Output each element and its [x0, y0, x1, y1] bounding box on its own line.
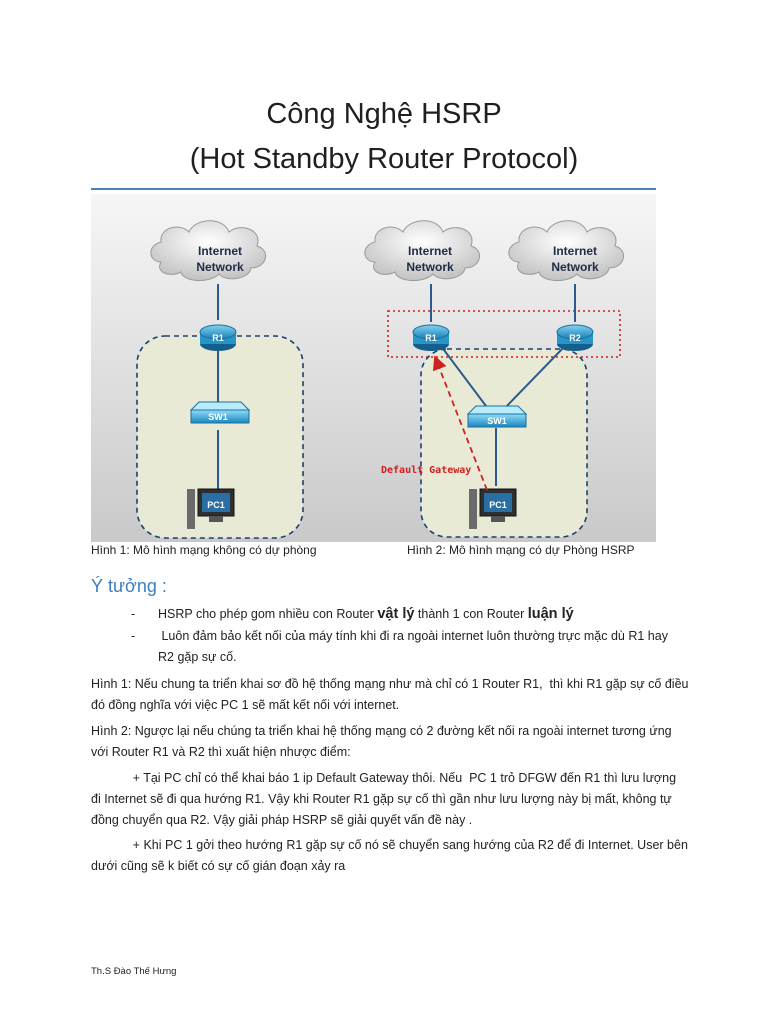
bullet-dash: - — [131, 607, 136, 621]
fig1-pc-icon: PC1 — [187, 488, 235, 529]
bullet2-line-1: Luôn đảm bảo kết nối của máy tính khi đi… — [158, 629, 668, 643]
fig2-cloud-2: Internet Network — [508, 220, 624, 281]
bullet-item-2: - Luôn đảm bảo kết nối của máy tính khi … — [131, 626, 691, 670]
network-diagram-svg: Internet Network R1 SW1 PC1 — [91, 194, 656, 542]
fig1-diagram: Internet Network R1 SW1 PC1 — [136, 220, 304, 539]
network-diagram: Internet Network R1 SW1 PC1 — [91, 194, 656, 542]
section-heading: Ý tưởng : — [91, 576, 167, 596]
paragraph-3: + Tại PC chỉ có thể khai báo 1 ip Defaul… — [91, 768, 678, 831]
footer-author: Th.S Đào Thế Hưng — [91, 966, 177, 977]
fig2-router2-icon: R2 — [556, 324, 594, 351]
fig2-router1-icon: R1 — [412, 324, 450, 351]
fig1-router-label: R1 — [212, 333, 224, 343]
fig2-switch-label: SW1 — [487, 416, 507, 426]
fig2-diagram: Internet Network Internet Network R1 R2 … — [364, 220, 624, 538]
fig2-router2-label: R2 — [569, 333, 581, 343]
bullet1-bold-1: vật lý — [377, 606, 415, 622]
page-subtitle: (Hot Standby Router Protocol) — [189, 143, 579, 175]
figure1-caption: Hình 1: Mô hình mạng không có dự phòng — [91, 543, 317, 557]
fig1-cloud-label-2: Network — [196, 260, 244, 274]
fig1-cloud-label-1: Internet — [198, 244, 242, 258]
fig2-router1-label: R1 — [425, 333, 437, 343]
bullet-dash: - — [131, 629, 136, 643]
default-gateway-label: Default Gateway — [381, 465, 471, 476]
fig1-switch-label: SW1 — [208, 412, 228, 422]
paragraph-2: Hình 2: Ngược lại nếu chúng ta triển kha… — [91, 721, 678, 763]
fig1-switch-icon: SW1 — [189, 401, 251, 424]
paragraph-4-line-1: + Khi PC 1 gởi theo hướng R1 gặp sự cố n… — [91, 838, 688, 852]
fig2-cloud2-label-1: Internet — [553, 244, 597, 258]
bullet1-text-pre: HSRP cho phép gom nhiều con Router — [158, 607, 378, 621]
paragraph-3-line-2: đi Internet sẽ đi qua hướng R1. Vậy khi … — [91, 792, 672, 806]
fig1-pc-label: PC1 — [207, 500, 225, 510]
paragraph-1-line-2: đó đồng nghĩa với việc PC 1 sẽ mất kết n… — [91, 698, 400, 712]
bullet1-text-mid: thành 1 con Router — [414, 607, 528, 621]
paragraph-2-line-2: với Router R1 và R2 thì xuất hiện nhược … — [91, 745, 351, 759]
fig2-cloud-1: Internet Network — [364, 220, 480, 281]
fig2-switch-icon: SW1 — [466, 405, 528, 428]
bullet2-line-2: R2 gặp sự cố. — [158, 650, 237, 664]
paragraph-1: Hình 1: Nếu chung ta triển khai sơ đồ hệ… — [91, 674, 689, 716]
fig2-pc-label: PC1 — [489, 500, 507, 510]
bullet1-bold-2: luận lý — [527, 606, 574, 622]
paragraph-1-line-1: Hình 1: Nếu chung ta triển khai sơ đồ hệ… — [91, 677, 689, 691]
default-gateway-arrow — [432, 355, 488, 491]
bullet-item-1: - HSRP cho phép gom nhiều con Router vật… — [131, 604, 691, 628]
paragraph-3-line-3: đồng chuyển qua R2. Vậy giải pháp HSRP s… — [91, 813, 473, 827]
page-title: Công Nghệ HSRP — [266, 98, 502, 130]
fig2-pc-icon: PC1 — [469, 488, 517, 529]
paragraph-2-line-1: Hình 2: Ngược lại nếu chúng ta triển kha… — [91, 724, 672, 738]
fig1-router-icon: R1 — [199, 324, 237, 351]
fig2-lan-zone — [420, 348, 588, 538]
paragraph-4: + Khi PC 1 gởi theo hướng R1 gặp sự cố n… — [91, 835, 688, 877]
fig2-cloud1-label-1: Internet — [408, 244, 452, 258]
paragraph-3-line-1: + Tại PC chỉ có thể khai báo 1 ip Defaul… — [91, 771, 677, 785]
fig2-cloud1-label-2: Network — [406, 260, 454, 274]
hsrp-group-box — [387, 310, 621, 358]
paragraph-4-line-2: dưới cũng sẽ k biết có sự cố gián đoạn x… — [91, 859, 346, 873]
fig2-cloud2-label-2: Network — [551, 260, 599, 274]
fig1-cloud: Internet Network — [150, 220, 266, 281]
figure2-caption: Hình 2: Mô hình mạng có dự Phòng HSRP — [407, 543, 635, 557]
title-divider — [91, 188, 656, 190]
